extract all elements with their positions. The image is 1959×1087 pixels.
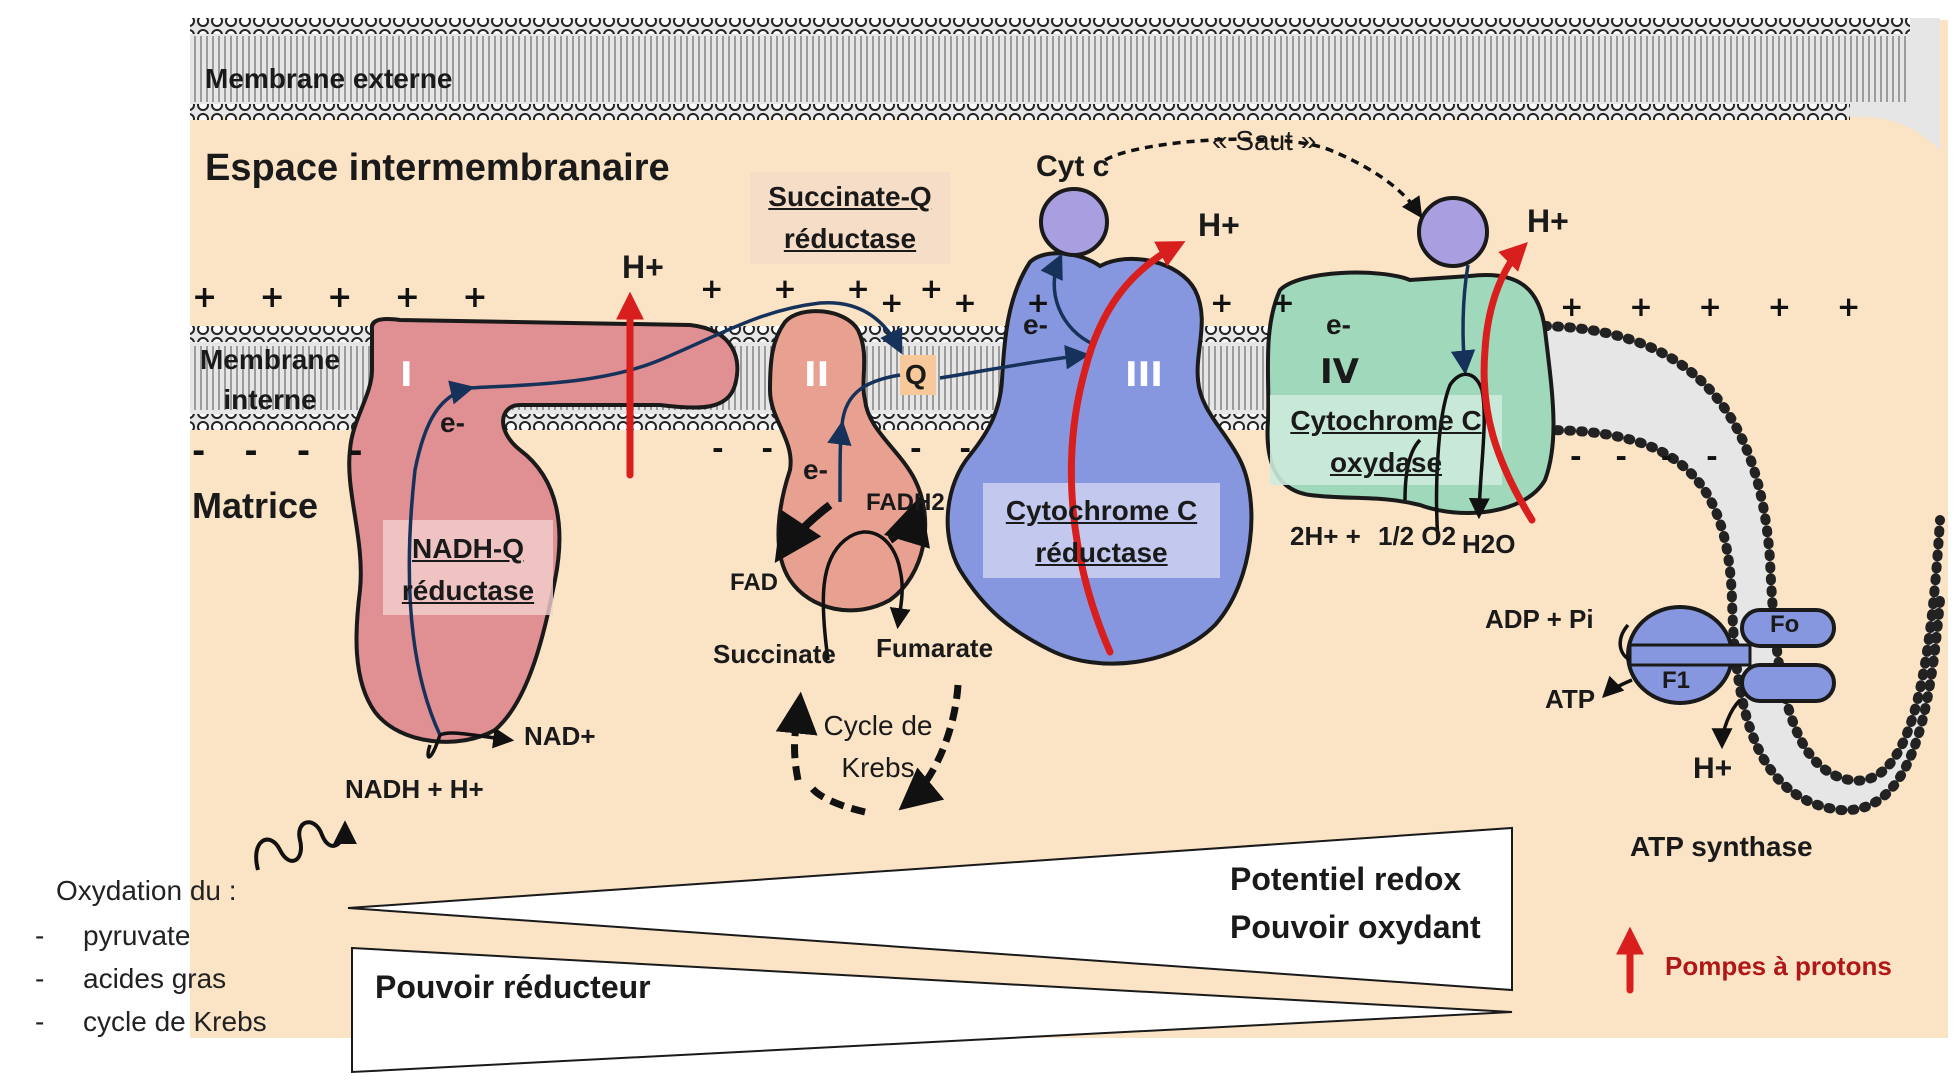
complex-ii-name-line2: réductase [783,223,917,254]
complex-iv-name: Cytochrome C oxydase [1270,400,1502,484]
redox-potential-label: Potentiel redox [1230,861,1462,897]
nadh-label: NADH + H+ [345,774,484,804]
proton-label-complex-i: H+ [622,249,664,285]
minus-charges-left: - - - - [192,432,377,470]
krebs-cycle-label-line2: Krebs [841,752,915,783]
water-reaction-oxygen: 1/2 O2 [1378,521,1457,551]
minus-charges-right: - - - - [1570,440,1730,473]
atp-synthase-title: ATP synthase [1630,831,1813,862]
complex-i-name-line1: NADH-Q [412,533,524,564]
inner-membrane-label: Membrane interne [190,340,350,420]
complex-ii-name: Succinate-Q réductase [750,176,950,260]
atp-synthase-shape [1626,605,1836,705]
complex-iii-name: Cytochrome C réductase [983,490,1220,574]
complex-iv-name-line1: Cytochrome C [1290,405,1482,436]
adp-label: ADP + Pi [1485,604,1594,634]
label-backdrop-complex-ii [750,172,950,264]
reducing-power-wedge [351,946,1513,1074]
fadh2-label: FADH2 [866,489,945,516]
proton-label-atp-synthase: H+ [1693,752,1733,785]
plus-charges-right: + + [1210,286,1309,319]
outer-membrane [190,18,1940,150]
complex-i-numeral: I [400,355,413,395]
minus-charges-mid2: - - [910,432,985,465]
water-reaction-product: H2O [1462,529,1516,559]
complex-iii-name-line2: réductase [1035,537,1168,568]
list-item: -cycle de Krebs [35,1006,267,1037]
list-item-text: acides gras [83,963,227,994]
proton-pump-legend: Pompes à protons [1665,951,1892,981]
intermembrane-space-label: Espace intermembranaire [205,147,670,189]
plus-charges-left: + + + + + [192,280,504,315]
fumarate-label: Fumarate [876,633,994,663]
matrix-label: Matrice [192,485,319,526]
complex-i-name: NADH-Q réductase [383,528,553,612]
proton-label-complex-iv: H+ [1527,203,1569,239]
q-highlight [900,355,936,395]
list-item: -acides gras [35,963,227,994]
complex-iv-numeral: IV [1320,352,1359,392]
complex-iv-name-line2: oxydase [1329,447,1443,478]
list-item-text: cycle de Krebs [83,1006,267,1037]
succinate-label: Succinate [713,639,836,669]
proton-arrow-complex-iv [1480,242,1536,524]
complex-ii-numeral: II [804,355,830,395]
electron-path [407,253,1476,736]
oxidation-list: -pyruvate -acides gras -cycle de Krebs [35,914,267,1043]
electron-label-complex-ii: e- [803,454,828,485]
plus-charges-far-right: + + + + + [1560,290,1879,323]
complex-iii-numeral: III [1125,355,1163,395]
cytochrome-c-label: Cyt c [1036,150,1110,183]
krebs-cycle-label-line1: Cycle de [823,710,933,741]
cytochrome-c-left [1039,187,1109,257]
complex-iii-name-line1: Cytochrome C [1005,495,1198,526]
complex-i-name-line2: réductase [401,575,535,606]
nadh-squiggle-arrow [254,820,357,871]
ubiquinone-q-label: Q [905,359,927,390]
saut-label: « Saut » [1212,125,1317,156]
plus-charges-mid2: + + + [880,286,1070,319]
electron-label-complex-iv: e- [1326,309,1351,340]
fad-label: FAD [730,569,778,596]
fo-subunit-label: Fo [1770,611,1800,638]
oxidation-title: Oxydation du : [56,875,237,906]
proton-pump-arrows [616,241,1644,994]
list-item: -pyruvate [35,920,191,951]
electron-label-complex-i: e- [440,407,465,438]
redox-potential-wedge [347,826,1513,992]
reducing-power-label: Pouvoir réducteur [375,969,651,1005]
nad-label: NAD+ [524,721,596,751]
label-backdrop-complex-iii [983,483,1220,578]
outer-membrane-label: Membrane externe [205,63,453,94]
minus-charges-mid: - - [712,432,787,465]
proton-label-complex-iii: H+ [1198,207,1240,243]
inner-membrane-label-line2: interne [223,384,317,415]
proton-arrow-complex-iii [1067,241,1186,656]
inner-membrane-label-line1: Membrane [199,344,341,375]
water-reaction-left: 2H+ + [1290,521,1361,551]
plus-charges-mid: + + + + [700,272,964,305]
complex-ii-name-line1: Succinate-Q [768,181,932,212]
cytochrome-c-right [1417,196,1489,268]
oxidizing-power-label: Pouvoir oxydant [1230,909,1481,945]
electron-label-complex-iii: e- [1023,309,1048,340]
list-item-text: pyruvate [83,920,191,951]
label-backdrop-complex-iv [1270,395,1502,485]
f1-subunit-label: F1 [1662,667,1691,694]
atp-label: ATP [1545,684,1596,714]
black-arrows [426,137,1742,816]
krebs-cycle-label: Cycle de Krebs [808,705,948,789]
